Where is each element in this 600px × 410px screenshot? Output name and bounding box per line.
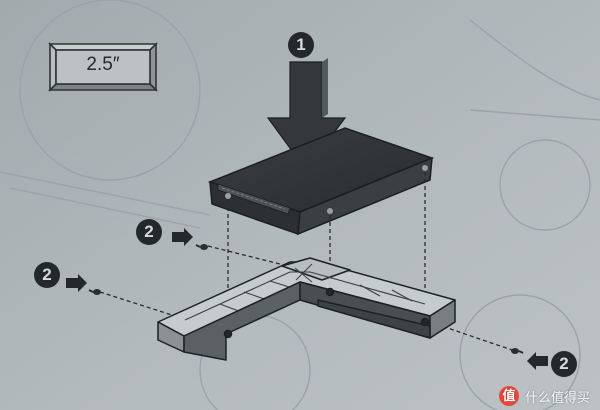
watermark: 值 什么值得买	[498, 386, 590, 406]
arrow-step-2-lower-left	[66, 274, 87, 292]
watermark-text: 什么值得买	[524, 389, 590, 405]
screw-right	[511, 348, 524, 354]
size-label-frame	[48, 42, 158, 92]
step-2-badge-lower-left: 2	[34, 262, 60, 288]
arrow-step-2-right	[527, 352, 548, 370]
hard-drive	[207, 127, 435, 236]
drive-size-label: 2.5″	[86, 54, 120, 75]
screw-lower-left	[88, 289, 101, 295]
step-1-badge: 1	[288, 32, 314, 58]
step-2-badge-upper-left: 2	[136, 219, 162, 245]
screw-upper-left	[195, 244, 208, 250]
step-2-badge-right: 2	[551, 351, 577, 377]
arrow-step-2-upper-left	[172, 228, 193, 246]
mounting-bracket	[157, 257, 456, 361]
watermark-logo-icon: 值	[498, 386, 519, 406]
